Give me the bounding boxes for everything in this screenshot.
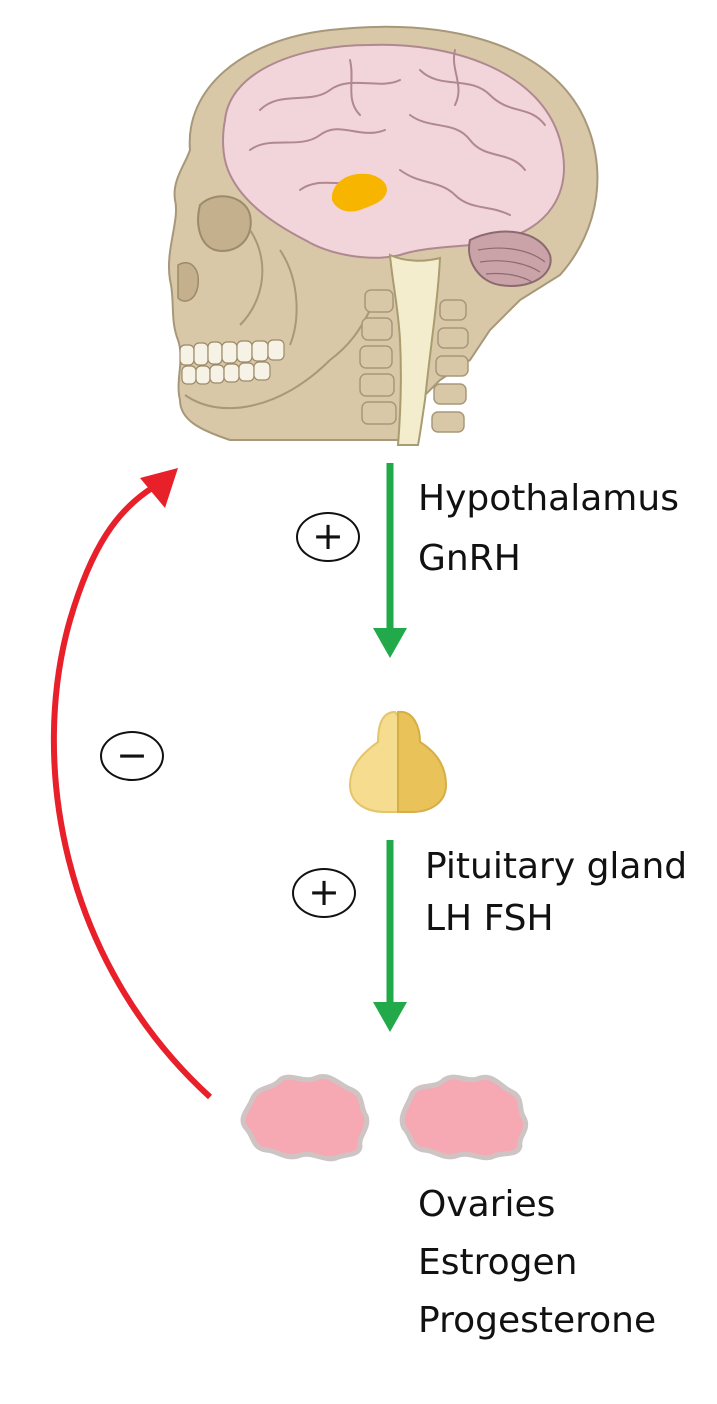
stimulation-arrow-1 [373, 463, 407, 658]
stimulate-sign-1: + [296, 512, 360, 562]
ovaries-icon [240, 1074, 529, 1162]
teeth [179, 339, 285, 385]
cerebellum [468, 230, 552, 287]
ovaries-label: Ovaries [418, 1184, 556, 1225]
hypothalamus-label: Hypothalamus [418, 478, 679, 519]
inhibit-sign: − [100, 731, 164, 781]
pituitary-label: Pituitary gland [425, 846, 688, 887]
stimulate-sign-2: + [292, 868, 356, 918]
nasal-cavity [177, 262, 199, 302]
estrogen-label: Estrogen [418, 1242, 578, 1283]
skull-brain-icon [168, 25, 599, 446]
cervical-spine [359, 289, 469, 433]
ovary-right [399, 1074, 529, 1161]
inhibition-arrow [50, 468, 213, 1100]
brainstem [388, 253, 442, 446]
gnrh-label: GnRH [418, 538, 521, 579]
ovary-left [240, 1074, 370, 1162]
lh-fsh-label: LH FSH [425, 898, 554, 939]
eye-socket [197, 195, 252, 252]
hypothalamus-highlight [332, 173, 387, 212]
progesterone-label: Progesterone [418, 1300, 657, 1341]
stimulation-arrow-2 [373, 840, 407, 1032]
pituitary-gland-icon [348, 710, 448, 813]
